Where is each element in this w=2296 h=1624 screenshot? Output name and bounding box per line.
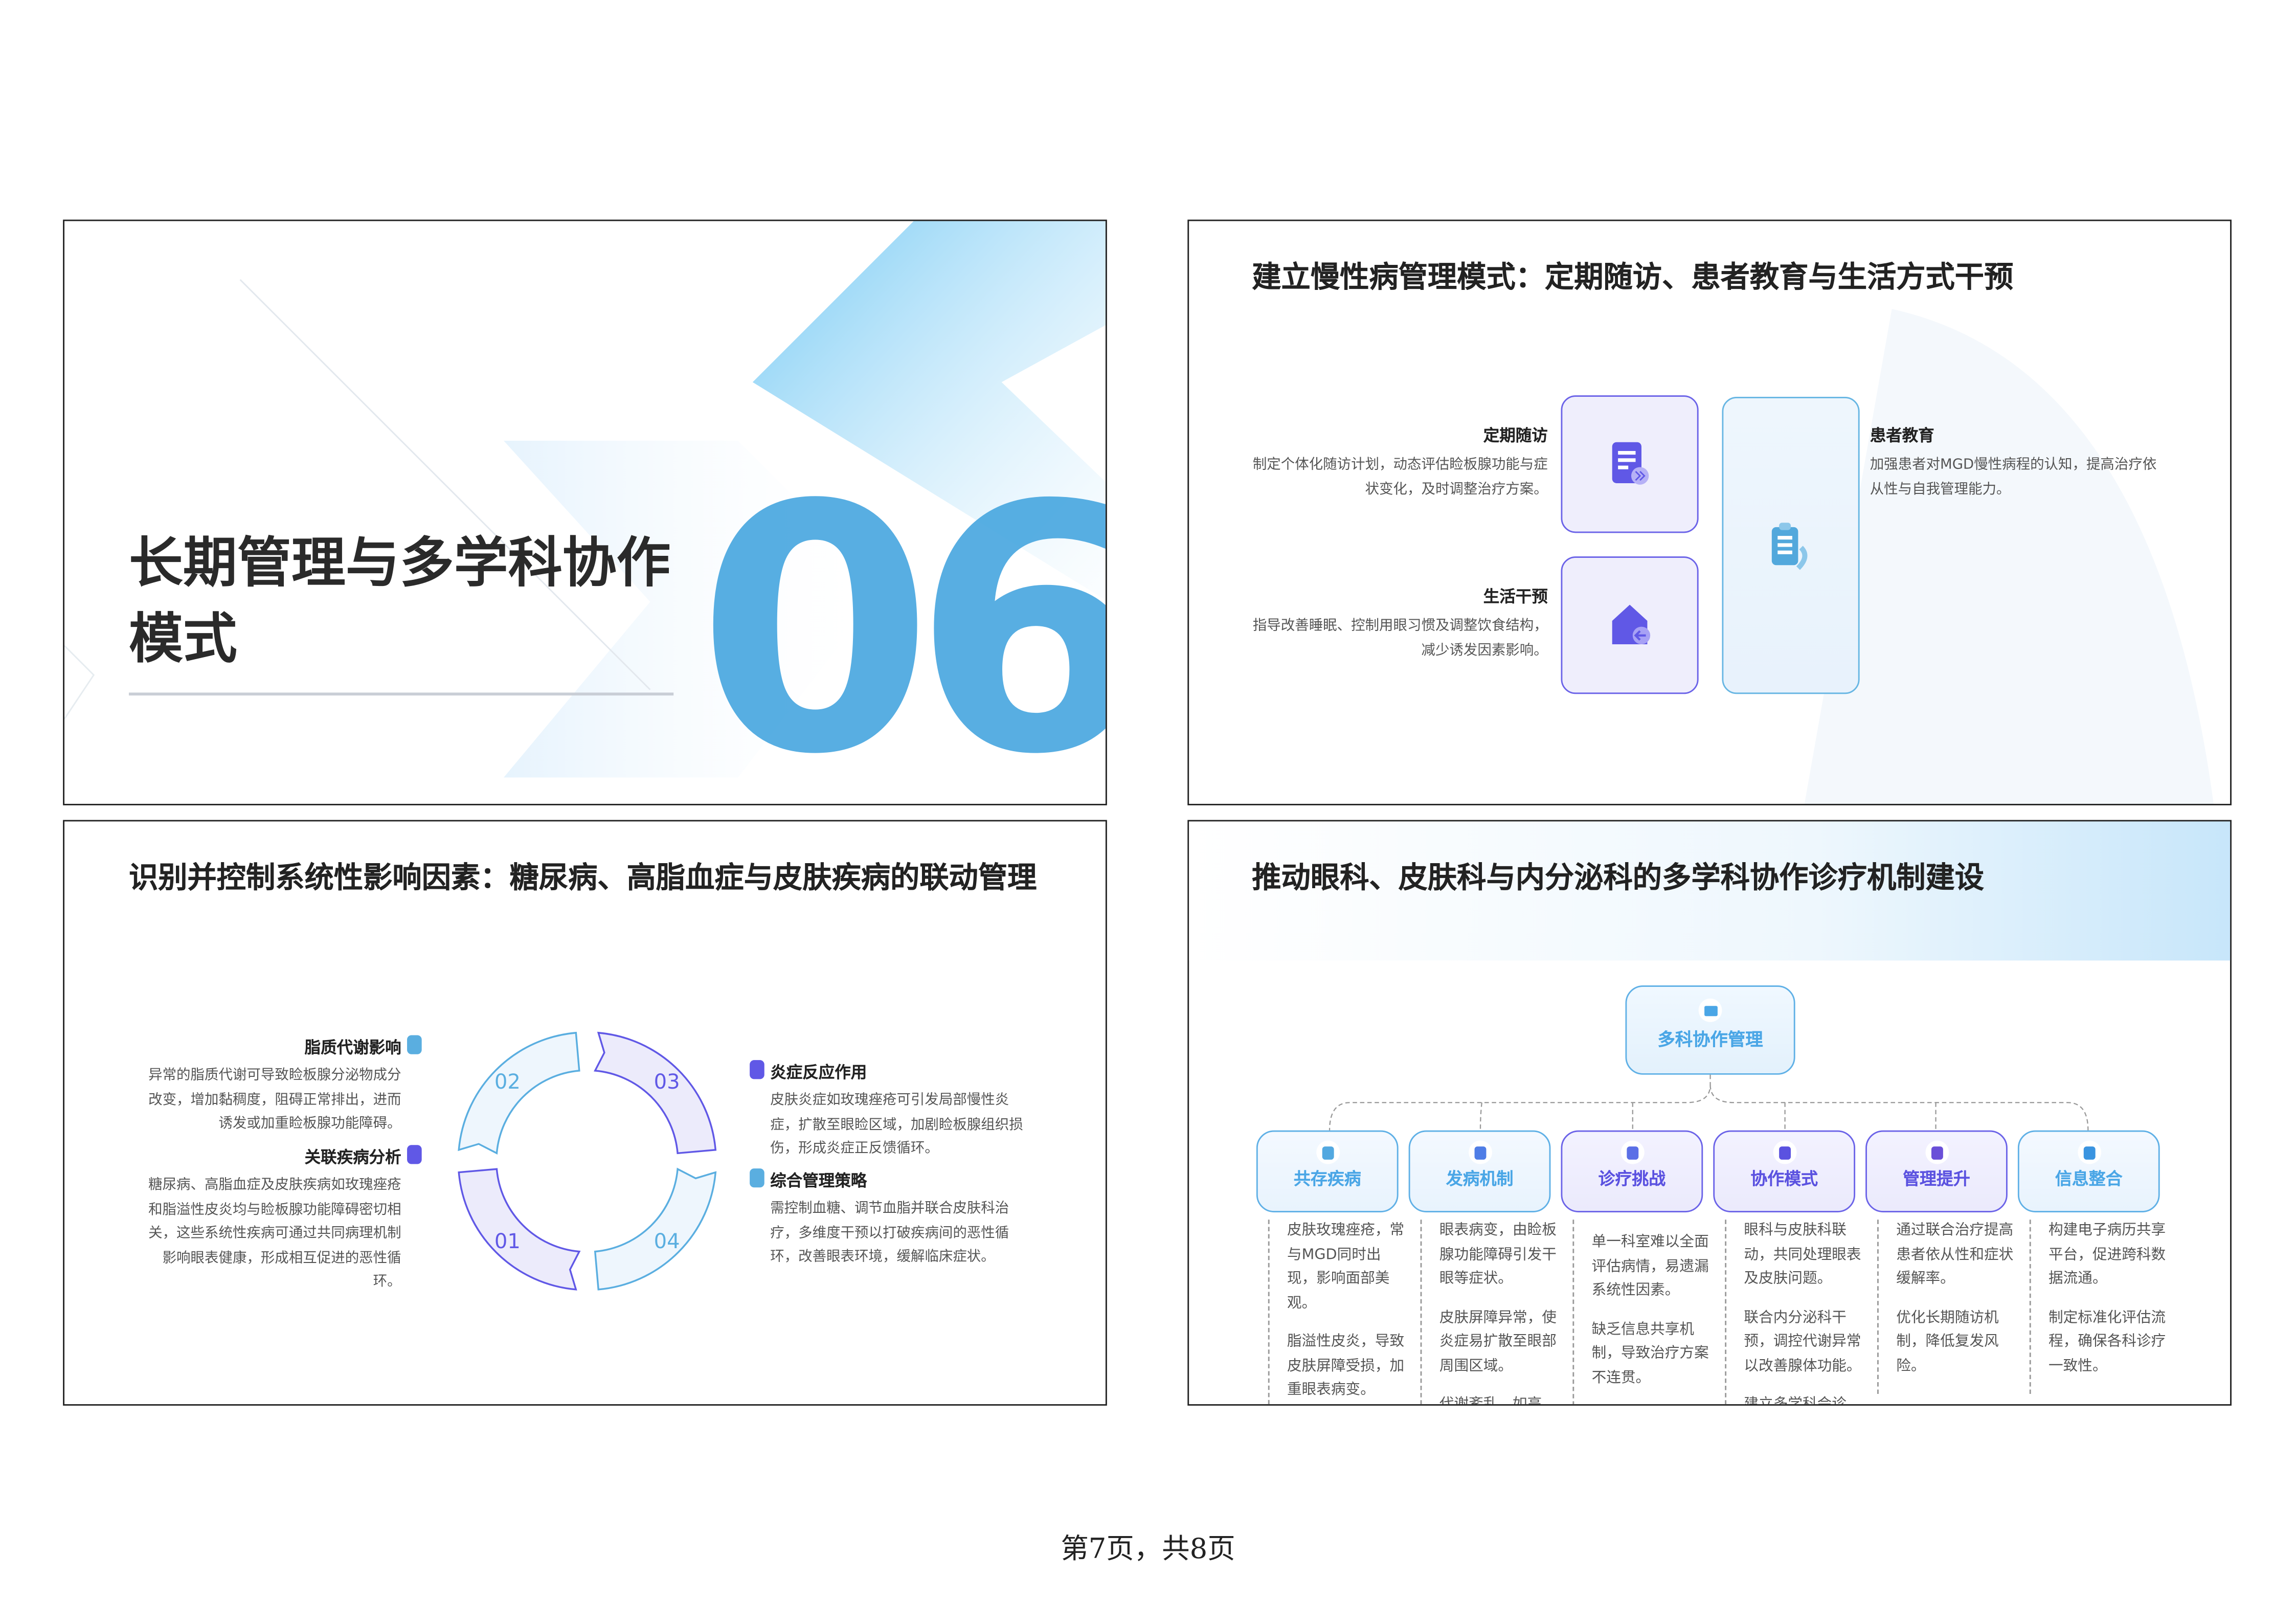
slide-cover[interactable]: 长期管理与多学科协作 模式 06 bbox=[63, 219, 1107, 805]
cover-title: 长期管理与多学科协作 模式 bbox=[128, 531, 671, 671]
detail-text: 代谢紊乱，如高 bbox=[1439, 1396, 1542, 1406]
slide-title: 识别并控制系统性影响因素：糖尿病、高脂血症与皮肤疾病的联动管理 bbox=[128, 859, 1037, 895]
marker-purple bbox=[407, 1145, 422, 1164]
page-indicator: 第7页，共8页 bbox=[1061, 1533, 1235, 1566]
detail-text: 制定标准化评估流程，确保各科诊疗一致性。 bbox=[2049, 1310, 2166, 1374]
root-node[interactable]: 多科协作管理 bbox=[1625, 985, 1795, 1075]
cycle-number: 04 bbox=[654, 1230, 680, 1253]
slide-mdt[interactable]: 推动眼科、皮肤科与内分泌科的多学科协作诊疗机制建设 多科协作管理 共存疾病皮肤玫… bbox=[1187, 820, 2232, 1406]
checklist-icon bbox=[2077, 1140, 2101, 1164]
followup-icon-box bbox=[1561, 395, 1699, 533]
detail-text: 联合内分泌科干预，调控代谢异常以改善腺体功能。 bbox=[1744, 1310, 1861, 1374]
item-followup: 定期随访 制定个体化随访计划，动态评估睑板腺功能与症状变化，及时调整治疗方案。 bbox=[1252, 426, 1548, 498]
detail-text: 单一科室难以全面评估病情，易遗漏系统性因素。 bbox=[1591, 1234, 1709, 1299]
slide-systemic-factors[interactable]: 识别并控制系统性影响因素：糖尿病、高脂血症与皮肤疾病的联动管理 01 02 03 04… bbox=[63, 820, 1107, 1406]
yen-doc-icon bbox=[1925, 1140, 1948, 1164]
item-lifestyle: 生活干预 指导改善睡眠、控制用眼习惯及调整饮食结构，减少诱发因素影响。 bbox=[1252, 587, 1548, 659]
branch-5[interactable]: 管理提升 bbox=[1865, 1130, 2008, 1212]
item-related-disease: 关联疾病分析 糖尿病、高脂血症及皮肤疾病如玫瑰痤疮和脂溢性皮炎均与睑板腺功能障碍… bbox=[148, 1147, 401, 1290]
cycle-segment bbox=[458, 1031, 580, 1155]
cycle-number: 01 bbox=[494, 1230, 521, 1253]
item-strategy: 综合管理策略 需控制血糖、调节血脂并联合皮肤科治疗，多维度干预以打破疾病间的恶性… bbox=[770, 1171, 1009, 1266]
presentation-icon bbox=[1468, 1140, 1492, 1164]
cycle-number: 02 bbox=[494, 1070, 521, 1094]
branch-3[interactable]: 诊疗挑战 bbox=[1561, 1130, 1703, 1212]
branch-details: 眼表病变，由睑板腺功能障碍引发干眼等症状。皮肤屏障异常，使炎症易扩散至眼部周围区… bbox=[1420, 1220, 1561, 1406]
clipboard-phone-icon bbox=[1771, 522, 1808, 570]
lifestyle-icon-box bbox=[1561, 556, 1699, 694]
report-icon bbox=[1620, 1140, 1644, 1164]
detail-text: 皮肤屏障异常，使炎症易扩散至眼部周围区域。 bbox=[1439, 1310, 1557, 1374]
marker-blue bbox=[750, 1168, 764, 1188]
marker-blue bbox=[407, 1035, 422, 1054]
cycle-segment bbox=[594, 1167, 717, 1291]
detail-text: 构建电子病历共享平台，促进跨科数据流通。 bbox=[2049, 1223, 2166, 1288]
detail-text: 通过联合治疗提高患者依从性和症状缓解率。 bbox=[1896, 1223, 2014, 1288]
cart-icon bbox=[1772, 1140, 1796, 1164]
branch-details: 单一科室难以全面评估病情，易遗漏系统性因素。缺乏信息共享机制，导致治疗方案不连贯… bbox=[1572, 1220, 1713, 1405]
slide-chronic-management[interactable]: 建立慢性病管理模式：定期随访、患者教育与生活方式干预 定期随访 制定个体化随访计… bbox=[1187, 219, 2232, 805]
connector-lines bbox=[1329, 1074, 2089, 1131]
item-education: 患者教育 加强患者对MGD慢性病程的认知，提高治疗依从性与自我管理能力。 bbox=[1870, 426, 2157, 498]
detail-text: 建立多学科会诊 bbox=[1744, 1396, 1847, 1406]
detail-text: 优化长期随访机制，降低复发风险。 bbox=[1896, 1310, 1999, 1374]
branch-details: 通过联合治疗提高患者依从性和症状缓解率。优化长期随访机制，降低复发风险。 bbox=[1877, 1220, 2018, 1394]
detail-text: 脂溢性皮炎，导致皮肤屏障受损，加重眼表病变。 bbox=[1287, 1334, 1405, 1399]
detail-text: 眼表病变，由睑板腺功能障碍引发干眼等症状。 bbox=[1439, 1223, 1557, 1288]
detail-text: 眼科与皮肤科联动，共同处理眼表及皮肤问题。 bbox=[1744, 1223, 1861, 1288]
cycle-number: 03 bbox=[654, 1070, 680, 1094]
slide-title: 推动眼科、皮肤科与内分泌科的多学科协作诊疗机制建设 bbox=[1252, 859, 1985, 895]
branch-details: 眼科与皮肤科联动，共同处理眼表及皮肤问题。联合内分泌科干预，调控代谢异常以改善腺… bbox=[1725, 1220, 1865, 1406]
item-lipid: 脂质代谢影响 异常的脂质代谢可导致睑板腺分泌物成分改变，增加黏稠度，阻碍正常排出… bbox=[148, 1038, 401, 1132]
header-band bbox=[1189, 821, 2231, 961]
cycle-diagram: 01 02 03 04 bbox=[458, 1031, 717, 1291]
detail-text: 皮肤玫瑰痤疮，常与MGD同时出现，影响面部美观。 bbox=[1287, 1223, 1405, 1312]
branch-details: 皮肤玫瑰痤疮，常与MGD同时出现，影响面部美观。脂溢性皮炎，导致皮肤屏障受损，加… bbox=[1268, 1220, 1409, 1405]
detail-text: 缺乏信息共享机制，导致治疗方案不连贯。 bbox=[1591, 1321, 1709, 1386]
title-underline bbox=[128, 692, 674, 695]
branch-6[interactable]: 信息整合 bbox=[2017, 1130, 2160, 1212]
branch-1[interactable]: 共存疾病 bbox=[1256, 1130, 1399, 1212]
document-forward-icon bbox=[1612, 442, 1649, 485]
home-return-icon bbox=[1612, 604, 1651, 644]
item-inflammation: 炎症反应作用 皮肤炎症如玫瑰痤疮可引发局部慢性炎症，扩散至眼睑区域，加剧睑板腺组… bbox=[770, 1063, 1023, 1157]
background-shape bbox=[1804, 309, 2214, 804]
branch-details: 构建电子病历共享平台，促进跨科数据流通。制定标准化评估流程，确保各科诊疗一致性。 bbox=[2029, 1220, 2170, 1394]
marker-purple bbox=[750, 1060, 764, 1079]
truck-icon bbox=[1315, 1140, 1339, 1164]
branch-2[interactable]: 发病机制 bbox=[1408, 1130, 1551, 1212]
cycle-segment bbox=[594, 1031, 717, 1155]
briefcase-icon bbox=[1698, 998, 1722, 1022]
education-icon-box bbox=[1722, 397, 1860, 694]
section-number: 06 bbox=[697, 433, 1107, 805]
branch-4[interactable]: 协作模式 bbox=[1713, 1130, 1856, 1212]
cycle-segment bbox=[458, 1168, 581, 1291]
slide-title: 建立慢性病管理模式：定期随访、患者教育与生活方式干预 bbox=[1252, 259, 2014, 295]
